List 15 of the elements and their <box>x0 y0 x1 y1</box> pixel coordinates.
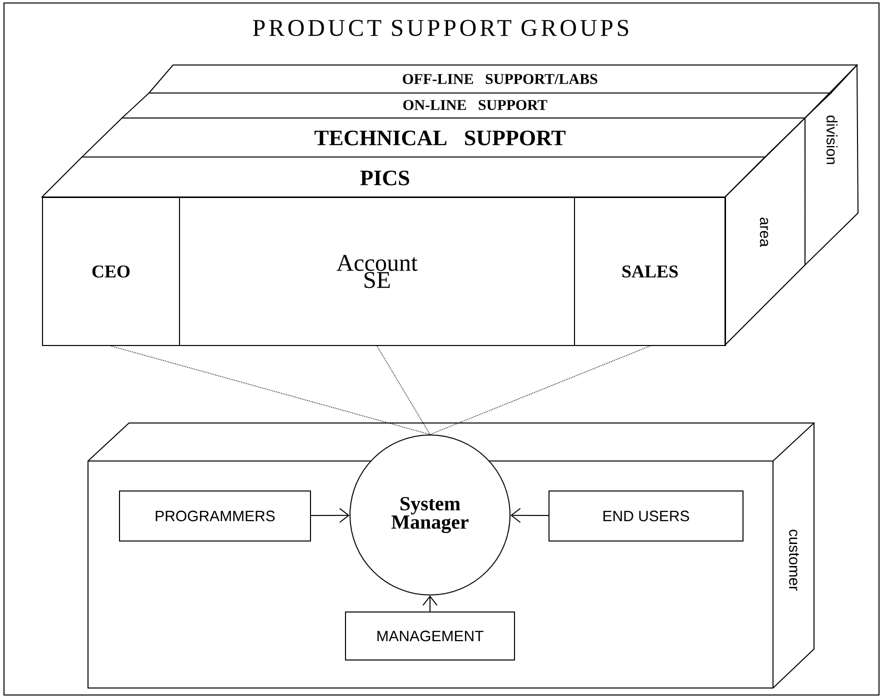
front-cell: Account SE <box>179 197 575 346</box>
title: PRODUCT SUPPORT GROUPS <box>253 20 628 36</box>
role-box: END USERS <box>548 490 744 542</box>
side-label: division <box>826 116 838 164</box>
connector <box>310 508 350 523</box>
connector <box>510 508 549 523</box>
role-box: PROGRAMMERS <box>119 490 311 542</box>
connector <box>110 346 430 435</box>
front-cell: SALES <box>574 197 726 346</box>
front-cell: CEO <box>42 197 180 346</box>
connector <box>376 346 430 435</box>
connector <box>422 596 438 612</box>
role-box: MANAGEMENT <box>345 612 515 660</box>
connector <box>430 346 650 435</box>
side-label: area <box>760 218 768 247</box>
